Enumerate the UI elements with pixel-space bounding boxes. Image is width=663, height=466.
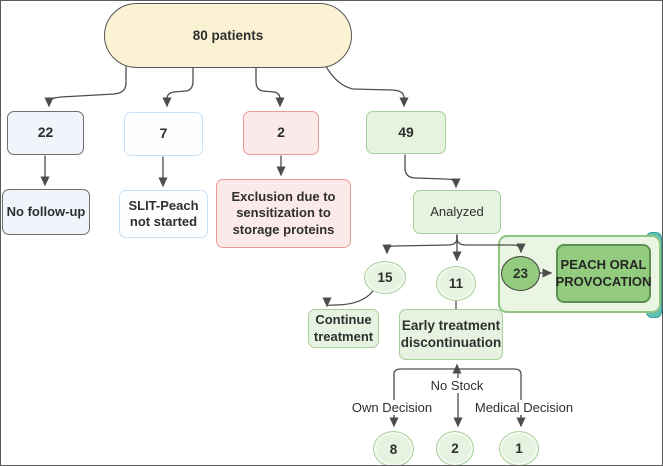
count-7-label: 7 — [159, 125, 168, 142]
no-followup-label: No follow-up — [6, 203, 86, 219]
node-count-22: 22 — [7, 111, 84, 155]
exclusion-label: Exclusion due to sensitization to storag… — [231, 189, 336, 237]
count-2-label: 2 — [277, 124, 285, 141]
node-count-7: 7 — [124, 112, 203, 156]
node-no-followup: No follow-up — [2, 189, 90, 235]
continue-treatment-label: Continue treatment — [313, 312, 374, 344]
count-22-label: 22 — [37, 124, 54, 141]
node-exclusion: Exclusion due to sensitization to storag… — [216, 179, 351, 248]
connector-root-to-49 — [320, 56, 409, 108]
node-count-2b: 2 — [436, 431, 474, 465]
label-own-decision: Own Decision — [348, 400, 436, 415]
node-80-patients: 80 patients — [104, 3, 352, 68]
count-1-label: 1 — [515, 441, 523, 456]
analyzed-label: Analyzed — [430, 203, 484, 219]
connector-analyzed-to-23 — [456, 234, 526, 254]
label-no-stock: No Stock — [427, 378, 487, 393]
count-2b-label: 2 — [451, 441, 459, 456]
count-15-label: 15 — [377, 270, 393, 285]
count-8-label: 8 — [389, 441, 398, 457]
early-discontinuation-label: Early treatment discontinuation — [400, 317, 502, 350]
connector-analyzed-to-15 — [382, 234, 458, 255]
node-count-1: 1 — [499, 431, 539, 465]
node-count-11: 11 — [436, 266, 476, 301]
connector-root-to-7 — [162, 66, 194, 108]
connector-root-to-2 — [255, 66, 285, 108]
connector-49-to-analyzed — [404, 154, 461, 189]
node-80-patients-label: 80 patients — [192, 28, 264, 43]
node-count-15: 15 — [364, 261, 406, 294]
node-analyzed: Analyzed — [413, 190, 501, 234]
slit-label: SLIT-Peach not started — [128, 197, 199, 229]
node-count-49: 49 — [366, 111, 446, 154]
node-slit-not-started: SLIT-Peach not started — [119, 190, 208, 238]
connector-root-to-22 — [44, 66, 127, 108]
count-49-label: 49 — [398, 123, 414, 140]
node-count-23: 23 — [501, 256, 540, 291]
node-count-2: 2 — [243, 111, 319, 155]
connector-15-to-continue — [322, 290, 374, 308]
label-medical-decision: Medical Decision — [471, 400, 577, 415]
node-peach-oral-provocation: PEACH ORAL PROVOCATION — [556, 244, 651, 303]
peach-oral-provocation-label: PEACH ORAL PROVOCATION — [555, 256, 652, 289]
node-continue-treatment: Continue treatment — [308, 309, 379, 348]
node-early-discontinuation: Early treatment discontinuation — [399, 309, 503, 360]
count-23-label: 23 — [512, 266, 529, 281]
count-11-label: 11 — [448, 276, 464, 291]
node-count-8: 8 — [373, 431, 414, 465]
